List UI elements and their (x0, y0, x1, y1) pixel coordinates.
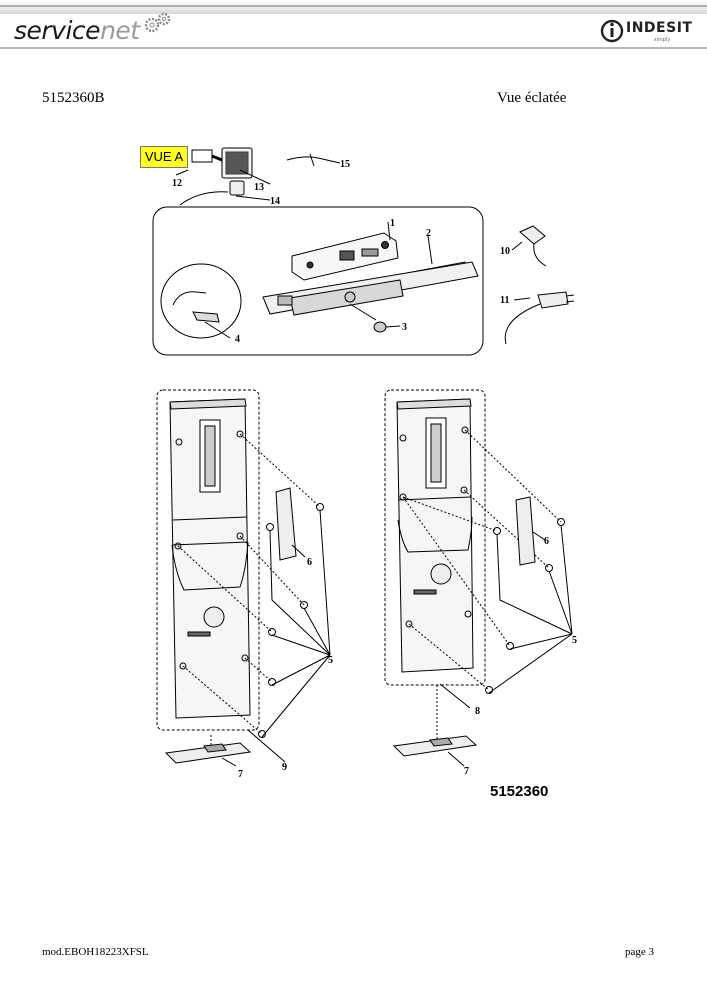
indesit-logo: INDESIT simply (600, 18, 700, 48)
header-bar (0, 0, 707, 14)
gears-icon (144, 12, 171, 33)
callout-14: 14 (270, 196, 280, 207)
callout-7-right: 7 (464, 766, 469, 777)
logo-net-text: net (100, 16, 140, 45)
callout-6-right: 6 (544, 536, 549, 547)
footer-page: page 3 (625, 946, 655, 958)
callout-11: 11 (500, 295, 509, 306)
callout-5-left: 5 (328, 655, 333, 666)
callout-4: 4 (235, 334, 240, 345)
brand-name: INDESIT (626, 20, 693, 36)
callout-1: 1 (390, 218, 395, 229)
detail-label: VUE A (140, 146, 188, 168)
control-panel-frame (152, 206, 484, 356)
callout-5-right: 5 (572, 635, 577, 646)
callout-3: 3 (402, 322, 407, 333)
connector-assembly (175, 147, 341, 206)
callout-9: 9 (282, 762, 287, 773)
footer-model: mod.EBOH18223XFSL (42, 946, 149, 958)
brand-tagline: simply (654, 37, 671, 43)
callout-13: 13 (254, 182, 264, 193)
callout-8: 8 (475, 706, 480, 717)
indesit-mark-icon (600, 19, 624, 43)
callout-7-left: 7 (238, 769, 243, 780)
part-code: 5152360B (42, 90, 105, 106)
logo-service-text: service (14, 16, 101, 45)
callout-15: 15 (340, 159, 350, 170)
callout-10: 10 (500, 246, 510, 257)
header-top-rule (0, 5, 707, 7)
assembly-reference: 5152360 (490, 783, 549, 800)
callout-12: 12 (172, 178, 182, 189)
header-bottom-rule (0, 47, 707, 49)
callout-6-left: 6 (307, 557, 312, 568)
servicenet-logo: servicenet (14, 16, 140, 45)
callout-2: 2 (426, 228, 431, 239)
sensor-detail-circle (160, 263, 242, 339)
view-title: Vue éclatée (497, 90, 567, 106)
